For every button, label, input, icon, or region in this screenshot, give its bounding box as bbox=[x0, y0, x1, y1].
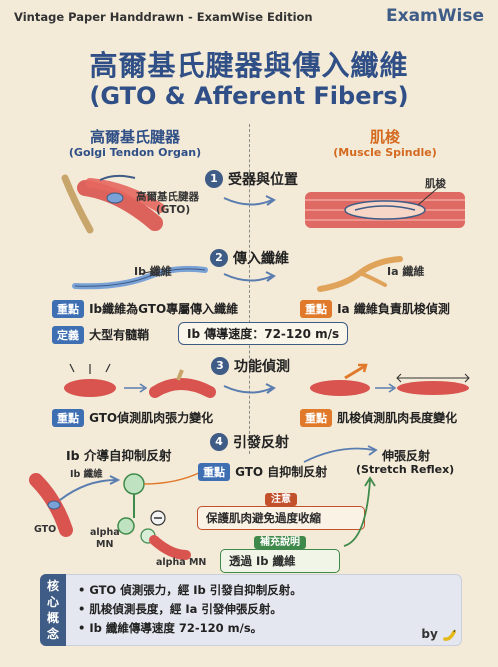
core-concept-char: 心 bbox=[46, 595, 59, 609]
step-2-right-key: 重點 Ia 纖維負責肌梭偵測 bbox=[300, 298, 450, 318]
supplement-box: 補充說明 透過 Ib 纖維 bbox=[220, 530, 340, 573]
banana-icon bbox=[443, 629, 456, 641]
column-divider bbox=[249, 124, 250, 454]
ia-fiber-illustration bbox=[317, 256, 403, 292]
gto-label-abbr: (GTO) bbox=[156, 204, 191, 216]
ib-small-label: Ib 纖維 bbox=[70, 469, 103, 480]
reflex-circuit-illustration bbox=[29, 471, 202, 560]
left-column-subtitle: (Golgi Tendon Organ) bbox=[68, 146, 202, 159]
step-2-title: 傳入纖維 bbox=[233, 251, 289, 267]
note-text: 保護肌肉避免過度收縮 bbox=[197, 506, 365, 530]
autogenic-key-text: GTO 自抑制反射 bbox=[235, 465, 328, 479]
spindle-label: 肌梭 bbox=[425, 178, 446, 190]
alpha-mn-label-a: alpha bbox=[90, 527, 120, 538]
definition-tag: 定義 bbox=[52, 326, 84, 344]
step-3-left-key: 重點 GTO偵測肌肉張力變化 bbox=[52, 407, 213, 427]
right-column-title: 肌梭 bbox=[369, 128, 400, 146]
key-tag: 重點 bbox=[52, 409, 84, 427]
definition-row: 定義 大型有髓鞘 bbox=[52, 324, 149, 344]
ib-speed-box: Ib 傳導速度：72-120 m/s bbox=[178, 322, 349, 345]
step-3-title: 功能偵測 bbox=[234, 359, 290, 375]
tension-illustration bbox=[64, 363, 216, 398]
step-2-number: 2 bbox=[210, 249, 228, 267]
author-credit: by bbox=[421, 627, 456, 642]
alpha-mn-label-b: MN bbox=[96, 539, 114, 550]
gto-illustration bbox=[61, 174, 165, 234]
summary-line-1: • GTO 偵測張力，經 Ib 引發自抑制反射。 bbox=[78, 583, 302, 597]
note-box: 注意 保護肌肉避免過度收縮 bbox=[197, 487, 365, 530]
step-1-number: 1 bbox=[205, 170, 223, 188]
key-tag: 重點 bbox=[300, 300, 332, 318]
alpha-mn-label-c: alpha MN bbox=[156, 557, 207, 568]
page-subtitle: (GTO & Afferent Fibers) bbox=[89, 82, 409, 110]
by-text: by bbox=[421, 627, 438, 641]
core-concept-char: 念 bbox=[46, 627, 59, 641]
ib-fiber-label: Ib 纖維 bbox=[134, 265, 172, 278]
brand-logo: ExamWise bbox=[386, 6, 484, 26]
reflex-green-arrow bbox=[343, 476, 376, 547]
supplement-text: 透過 Ib 纖維 bbox=[220, 549, 340, 573]
muscle-spindle-illustration bbox=[305, 185, 465, 228]
spindle-length-text: 肌梭偵測肌肉長度變化 bbox=[337, 411, 458, 425]
step-1-arrow bbox=[223, 195, 276, 206]
stretch-reflex-subtitle: (Stretch Reflex) bbox=[356, 463, 455, 476]
step-3-right-key: 重點 肌梭偵測肌肉長度變化 bbox=[300, 407, 457, 427]
page-title: 高爾基氏腱器與傳入纖維 bbox=[89, 49, 409, 82]
right-column-subtitle: (Muscle Spindle) bbox=[333, 146, 437, 159]
core-concept-tag: 核 心 概 念 bbox=[40, 574, 66, 646]
step-4-number: 4 bbox=[210, 433, 228, 451]
supplement-tag: 補充說明 bbox=[254, 536, 306, 549]
core-concept-char: 核 bbox=[46, 579, 59, 593]
step-1-title: 受器與位置 bbox=[228, 172, 298, 188]
definition-text: 大型有髓鞘 bbox=[89, 328, 150, 342]
length-illustration bbox=[310, 363, 470, 396]
gto-small-label: GTO bbox=[34, 524, 57, 535]
note-tag: 注意 bbox=[265, 493, 297, 506]
core-concept-char: 概 bbox=[46, 611, 59, 625]
autogenic-key: 重點 GTO 自抑制反射 bbox=[198, 461, 327, 481]
left-column-title: 高爾基氏腱器 bbox=[89, 128, 180, 146]
gto-label: 高爾基氏腱器 bbox=[136, 191, 199, 203]
ib-key-text: Ib纖維為GTO專屬傳入纖維 bbox=[89, 302, 239, 316]
autogenic-title: Ib 介導自抑制反射 bbox=[66, 448, 172, 463]
step-4-title: 引發反射 bbox=[233, 435, 289, 451]
step-3-number: 3 bbox=[211, 357, 229, 375]
key-tag: 重點 bbox=[300, 409, 332, 427]
stretch-reflex-title: 伸張反射 bbox=[382, 449, 431, 463]
step-3-arrow bbox=[223, 383, 276, 394]
step-2-arrow bbox=[223, 271, 276, 282]
core-concept-panel bbox=[40, 574, 462, 646]
ia-fiber-label: Ia 纖維 bbox=[387, 265, 425, 278]
gto-tension-text: GTO偵測肌肉張力變化 bbox=[89, 411, 214, 425]
summary-line-3: • Ib 纖維傳導速度 72-120 m/s。 bbox=[78, 621, 263, 635]
ib-fiber-illustration bbox=[72, 265, 208, 290]
summary-line-2: • 肌梭偵測長度，經 Ia 引發伸張反射。 bbox=[78, 602, 282, 616]
ia-key-text: Ia 纖維負責肌梭偵測 bbox=[337, 302, 450, 316]
edition-label: Vintage Paper Handdrawn - ExamWise Editi… bbox=[14, 10, 313, 24]
step-2-left-key: 重點 Ib纖維為GTO專屬傳入纖維 bbox=[52, 298, 238, 318]
stretch-arrow bbox=[303, 445, 378, 463]
key-tag: 重點 bbox=[198, 463, 230, 481]
key-tag: 重點 bbox=[52, 300, 84, 318]
